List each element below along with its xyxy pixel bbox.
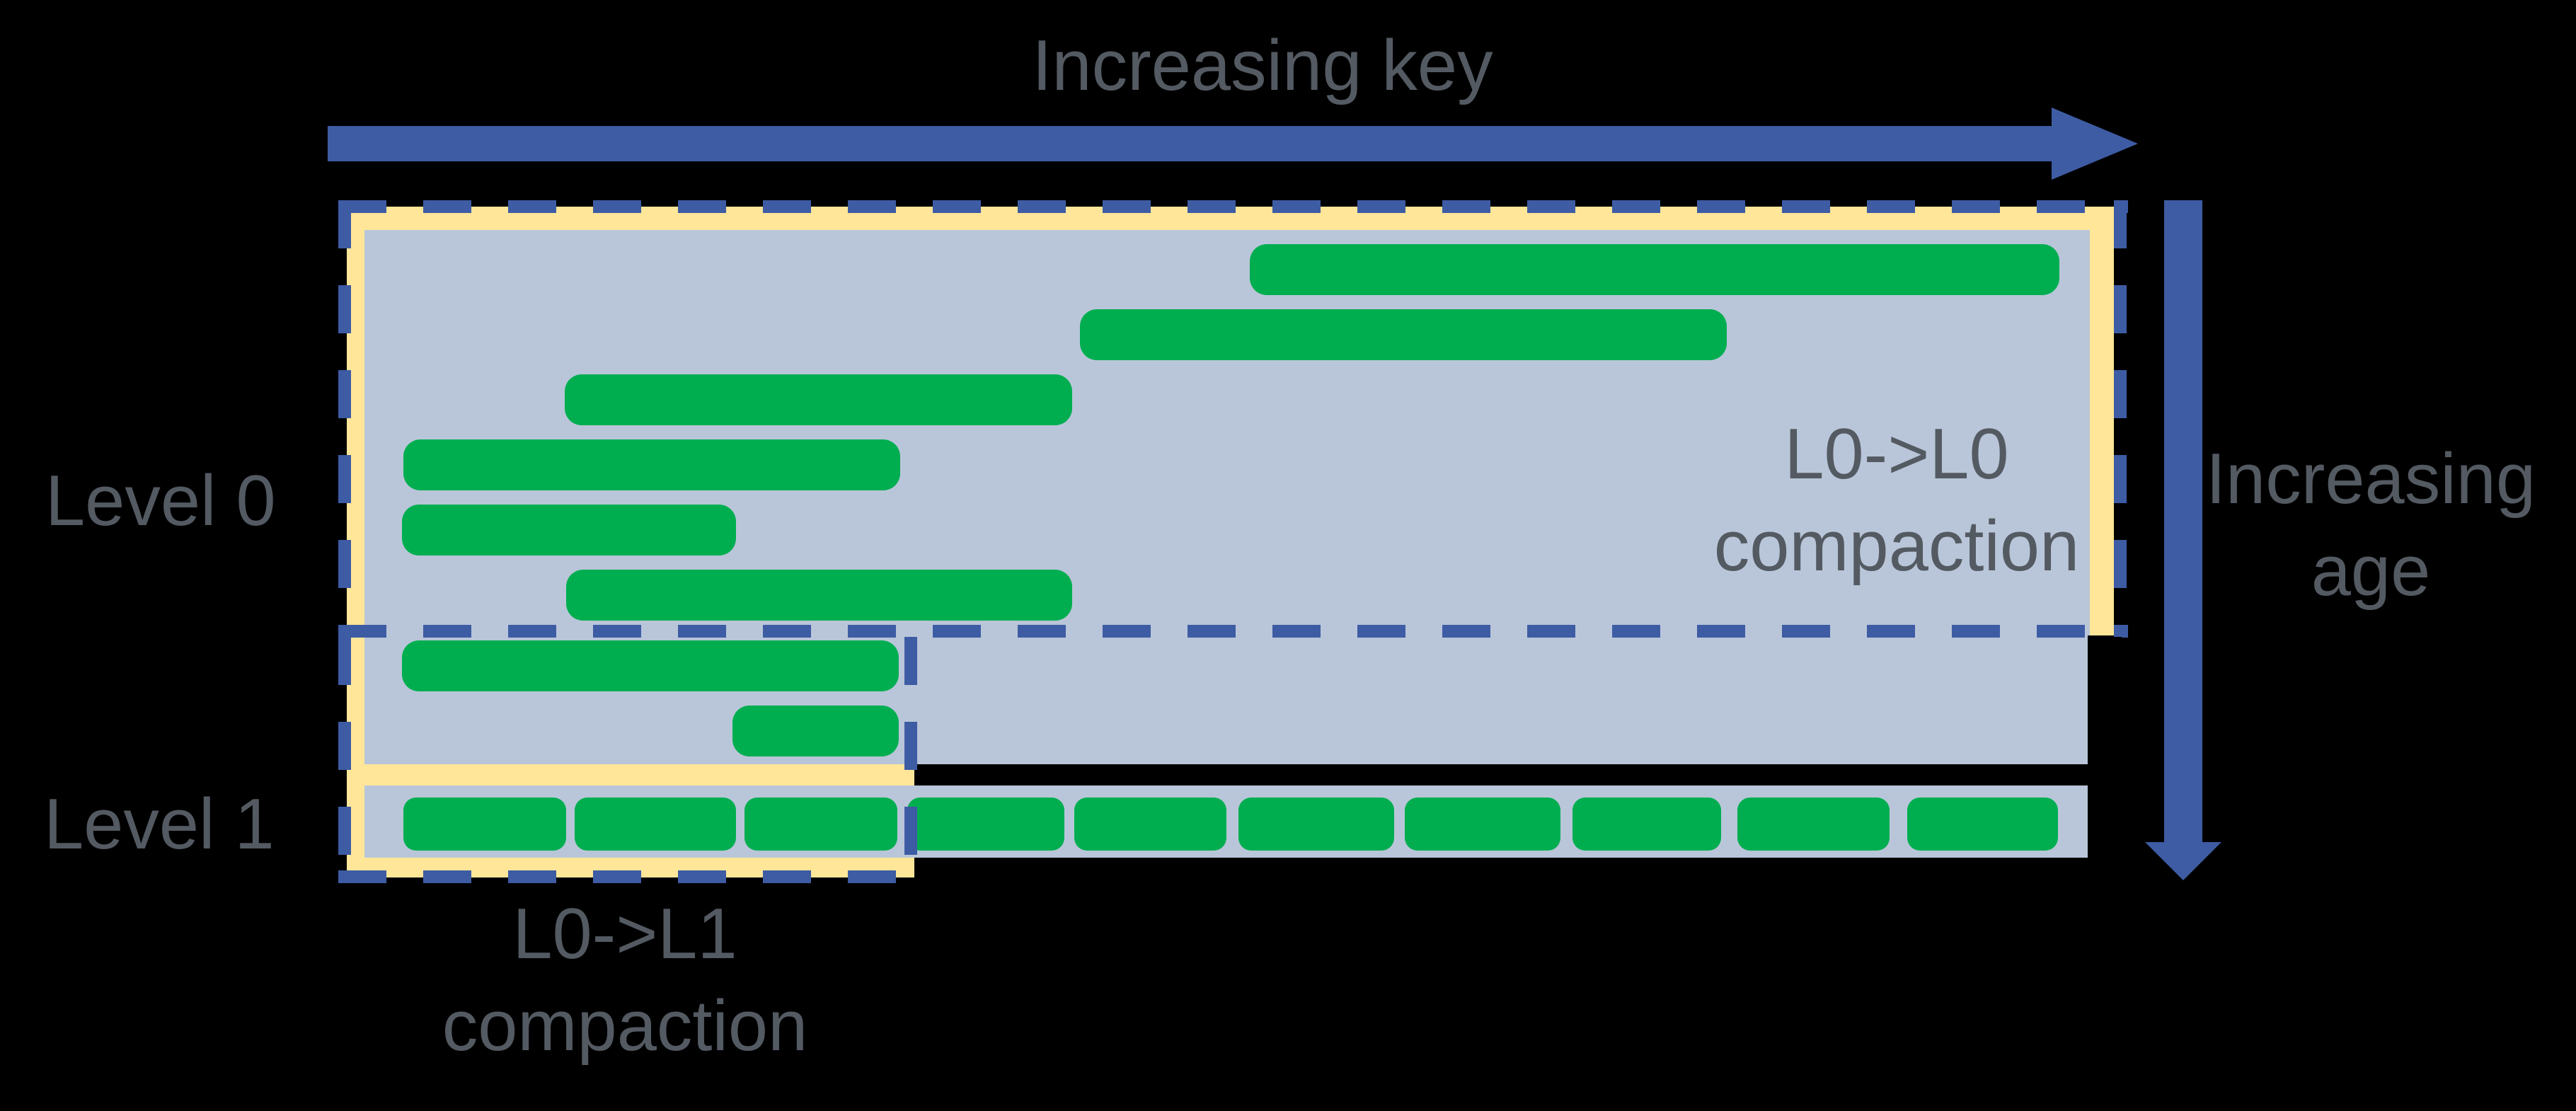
- increasing-key-arrowhead-icon: [2052, 108, 2138, 180]
- dashed-edge-top: [338, 200, 2128, 213]
- sstable: [402, 505, 736, 556]
- sstable: [907, 798, 1064, 851]
- increasing-age-label: Increasing age: [2206, 439, 2536, 611]
- dashed-edge-right: [904, 637, 917, 883]
- sstable: [565, 374, 1072, 425]
- sstable: [1737, 798, 1890, 851]
- increasing-age-arrow: [2164, 200, 2202, 842]
- increasing-key-arrow: [328, 126, 2052, 161]
- sstable: [1572, 798, 1721, 851]
- sstable: [575, 798, 736, 851]
- sstable: [1405, 798, 1560, 851]
- dashed-edge-bottom: [338, 870, 917, 883]
- l0-l0-compaction-label: L0->L0 compaction: [1713, 415, 2080, 586]
- sstable: [403, 439, 900, 490]
- sstable: [1238, 798, 1394, 851]
- sstable: [1080, 309, 1727, 360]
- increasing-key-label: Increasing key: [1032, 26, 1493, 105]
- level0-box: [364, 230, 2090, 635]
- l0-l1-compaction-label: L0->L1 compaction: [442, 894, 808, 1066]
- sstable: [566, 570, 1072, 621]
- sstable: [403, 798, 566, 851]
- increasing-age-arrowhead-icon: [2145, 842, 2221, 880]
- level0-label: Level 0: [45, 461, 276, 541]
- level1-label: Level 1: [44, 785, 275, 864]
- sstable: [744, 798, 897, 851]
- sstable: [732, 706, 899, 756]
- dashed-edge-left: [338, 637, 351, 883]
- sstable: [1074, 798, 1226, 851]
- dashed-edge-right: [2114, 200, 2127, 637]
- sstable: [1907, 798, 2058, 851]
- dashed-edge-left: [338, 200, 351, 637]
- dashed-edge-bottom: [338, 625, 2128, 638]
- sstable: [1250, 244, 2059, 295]
- sstable: [402, 640, 899, 691]
